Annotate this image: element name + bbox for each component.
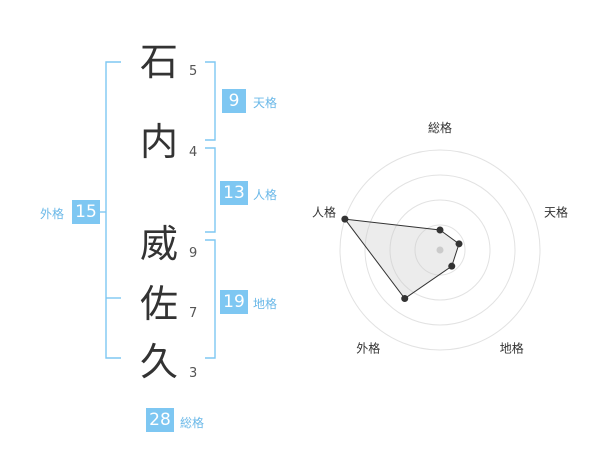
radar-center-dot [436, 246, 444, 254]
chikaku-label: 地格 [253, 297, 278, 311]
jinkaku-label: 人格 [253, 188, 278, 202]
gaikaku-bracket [105, 61, 121, 359]
radar-axis-label: 総格 [428, 120, 452, 135]
radar-axis-label: 外格 [356, 341, 380, 356]
stroke-count: 7 [189, 306, 198, 321]
tenkaku-label: 天格 [253, 96, 278, 110]
name-char: 久 [139, 340, 178, 384]
radar-point-0 [436, 226, 444, 234]
radar-polygon-group [341, 215, 463, 303]
radar-axis-label: 天格 [544, 204, 568, 219]
jinkaku-value: 13 [220, 181, 248, 205]
stroke-count: 4 [189, 145, 198, 160]
radar-rings [339, 149, 541, 351]
name-char: 内 [139, 120, 178, 164]
chikaku-value: 19 [220, 290, 248, 314]
radar-point-2 [448, 262, 456, 270]
radar-point-1 [455, 240, 463, 248]
gaikaku-label: 外格 [40, 207, 65, 221]
radar-polygon [343, 218, 460, 300]
radar-axis-label: 人格 [312, 204, 336, 219]
tenkaku-bracket [205, 61, 216, 141]
tenkaku-value: 9 [222, 89, 246, 113]
name-char: 石 [139, 40, 178, 84]
stroke-count: 3 [189, 366, 198, 381]
radar-axis-label: 地格 [500, 341, 524, 356]
jinkaku-bracket [205, 147, 216, 233]
soukaku-label: 総格 [180, 416, 205, 430]
radar-point-4 [341, 215, 349, 223]
gaikaku-value: 15 [72, 200, 100, 224]
stroke-count: 5 [189, 64, 198, 79]
chikaku-bracket [205, 239, 216, 359]
soukaku-value: 28 [146, 408, 174, 432]
name-char: 佐 [139, 282, 178, 326]
name-char: 威 [139, 222, 178, 266]
radar-point-3 [401, 295, 409, 303]
stroke-count: 9 [189, 246, 198, 261]
